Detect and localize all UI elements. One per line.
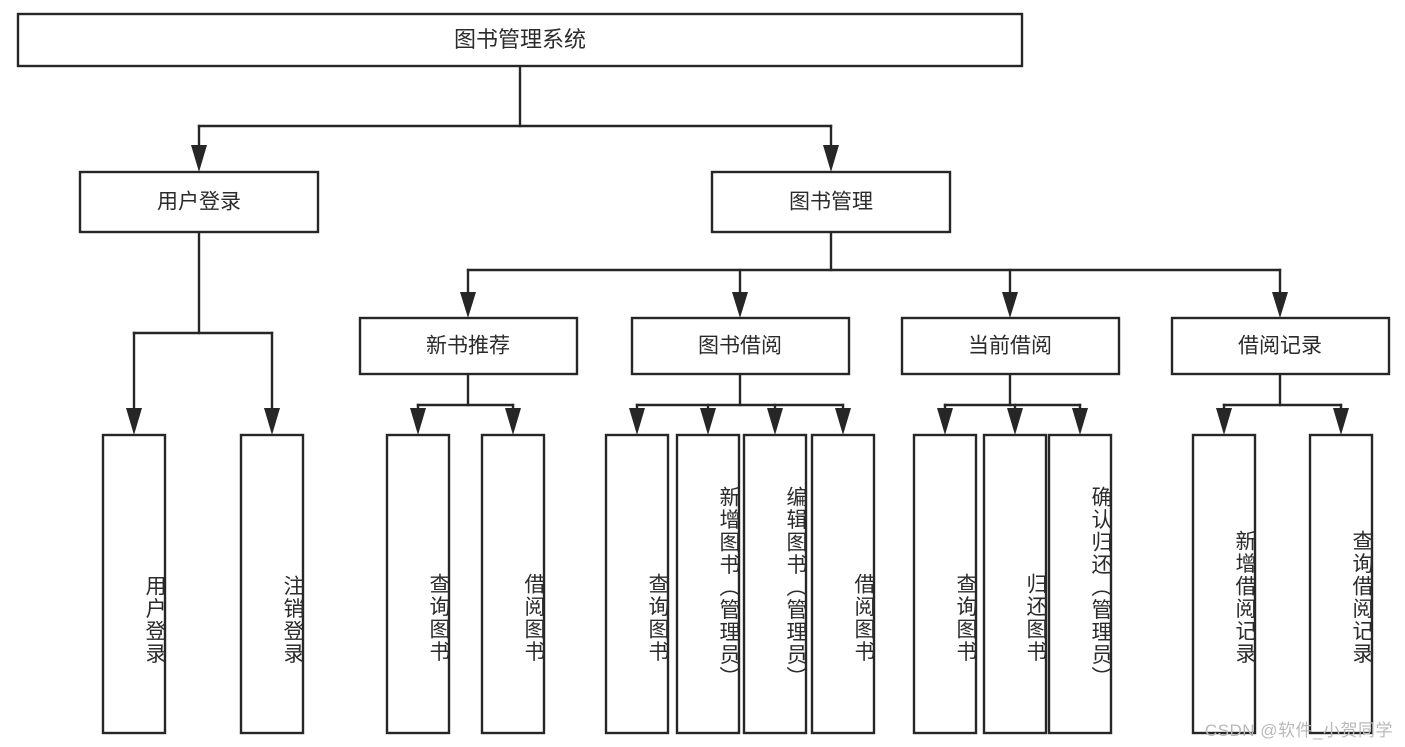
leaf-box-bb-add-book[interactable] xyxy=(675,433,741,735)
leaf-box-logout[interactable] xyxy=(239,433,305,735)
leaf-box-nb-borrow-book[interactable] xyxy=(480,433,546,735)
node-book-borrow-label: 图书借阅 xyxy=(698,335,782,358)
node-new-book-recommend-label: 新书推荐 xyxy=(426,335,510,358)
node-current-borrow-box[interactable] xyxy=(900,316,1121,376)
arrow-head-book-manage xyxy=(823,145,839,172)
leaf-boxes-group xyxy=(101,433,1374,735)
node-book-management-box[interactable] xyxy=(710,170,952,234)
node-book-borrow-box[interactable] xyxy=(630,316,851,376)
arrow-head-leaf-user-login xyxy=(126,408,142,435)
arrow-head-bb-edit-book xyxy=(767,408,783,435)
node-user-login-box[interactable] xyxy=(78,170,320,234)
leaf-box-bb-borrow-book[interactable] xyxy=(810,433,876,735)
arrow-head-current-borrow xyxy=(1002,292,1018,318)
arrow-head-cb-confirm-return xyxy=(1072,408,1088,435)
node-root-box[interactable] xyxy=(16,12,1024,68)
leaf-box-br-query-record[interactable] xyxy=(1308,433,1374,735)
node-current-borrow-label: 当前借阅 xyxy=(968,335,1052,358)
arrow-head-bb-query-book xyxy=(629,408,645,435)
arrow-head-leaf-logout xyxy=(264,408,280,435)
node-book-management[interactable]: 图书管理 xyxy=(710,170,952,234)
arrow-head-user-login xyxy=(191,145,207,172)
arrow-head-br-query-record xyxy=(1333,408,1349,435)
arrow-head-book-borrow xyxy=(732,292,748,318)
node-user-login-label: 用户登录 xyxy=(157,191,241,214)
arrow-head-new-book xyxy=(460,292,476,318)
leaf-box-bb-edit-book[interactable] xyxy=(742,433,808,735)
arrow-head-nb-borrow-book xyxy=(505,408,521,435)
node-new-book-recommend-box[interactable] xyxy=(358,316,579,376)
node-root-label: 图书管理系统 xyxy=(454,27,586,52)
connector-group xyxy=(126,64,1349,435)
leaf-box-cb-confirm-return[interactable] xyxy=(1047,433,1113,735)
arrow-head-cb-query-book xyxy=(937,408,953,435)
csdn-watermark: CSDN @软件_小贺同学 xyxy=(1204,721,1393,740)
arrow-head-cb-return-book xyxy=(1007,408,1023,435)
node-borrow-records-label: 借阅记录 xyxy=(1238,335,1322,358)
arrow-head-bb-borrow-book xyxy=(835,408,851,435)
leaf-box-cb-query-book[interactable] xyxy=(912,433,978,735)
node-current-borrow[interactable]: 当前借阅 xyxy=(900,316,1121,376)
arrow-head-br-add-record xyxy=(1216,408,1232,435)
node-book-management-label: 图书管理 xyxy=(789,191,873,214)
leaf-box-bb-query-book[interactable] xyxy=(604,433,670,735)
leaf-box-cb-return-book[interactable] xyxy=(982,433,1048,735)
node-root-system[interactable]: 图书管理系统 xyxy=(16,12,1024,68)
arrow-head-borrow-records xyxy=(1272,292,1288,318)
node-user-login[interactable]: 用户登录 xyxy=(78,170,320,234)
node-new-book-recommend[interactable]: 新书推荐 xyxy=(358,316,579,376)
node-borrow-records[interactable]: 借阅记录 xyxy=(1170,316,1391,376)
node-borrow-records-box[interactable] xyxy=(1170,316,1391,376)
arrow-head-bb-add-book xyxy=(700,408,716,435)
leaf-box-nb-query-book[interactable] xyxy=(385,433,451,735)
leaf-box-user-login[interactable] xyxy=(101,433,167,735)
arrow-head-nb-query-book xyxy=(410,408,426,435)
node-book-borrow[interactable]: 图书借阅 xyxy=(630,316,851,376)
leaf-box-br-add-record[interactable] xyxy=(1191,433,1257,735)
